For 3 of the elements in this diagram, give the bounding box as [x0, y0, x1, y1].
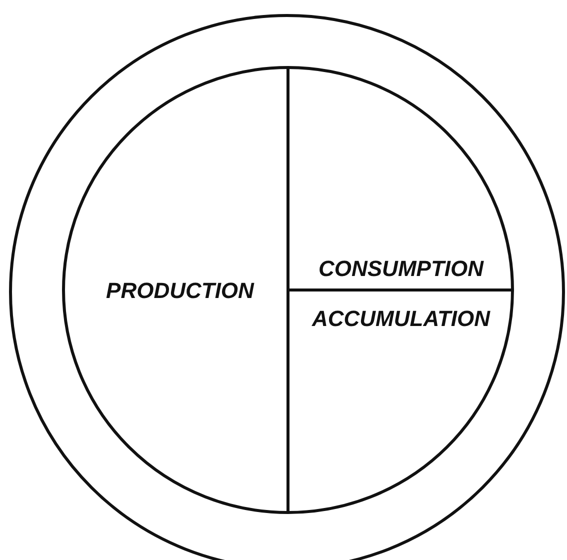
- sector-label: PRODUCTION: [105, 278, 256, 304]
- sector-label: ACCUMULATION: [310, 306, 492, 332]
- sector-label: CONSUMPTION: [318, 256, 485, 282]
